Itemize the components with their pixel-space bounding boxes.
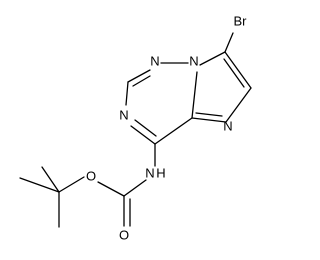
bond-c6-nimid [225,87,252,123]
bond-nupper-c3 [127,69,151,83]
bond-c8a-nbridge [191,71,198,119]
bond-c7-c6-double [223,58,245,88]
bond-br-c7 [224,32,234,53]
bond-c3-nleft [125,81,129,106]
bond-c4-c8a [154,117,193,145]
bond-cquat-methyl-up [41,166,60,193]
bond-nimid-c8a-double [195,112,223,117]
bond-oester-cquat [58,176,85,193]
bond-nupper-c3-double [132,75,151,87]
atom-n-upper: N [150,53,159,68]
bond-c7-c6 [224,51,252,89]
atom-br: Br [234,13,248,28]
bond-c7-nbridge [199,51,226,66]
atom-n-imidazole: N [223,118,232,133]
atom-o-carbonyl: O [119,227,129,242]
bond-nimid-c8a [191,117,227,123]
atom-o-ester: O [86,168,96,183]
atom-labels: Br N N N N N H O O [86,13,247,242]
atom-n-bridge: N [189,53,198,68]
atom-n-amide: N [145,165,154,180]
bond-nleft-c4-double [134,119,157,137]
bonds [19,32,252,228]
bond-nleft-c4 [130,125,156,145]
bond-namide-ccarbonyl [123,179,147,197]
structure-diagram: Br N N N N N H O O [19,13,252,242]
chemical-structure-canvas: Br N N N N N H O O [19,13,252,242]
atom-n-left: N [119,107,128,122]
bond-ccarbonyl-oester [97,181,125,197]
atom-h-amide: H [156,165,165,180]
bond-cquat-methyl-left [19,177,60,193]
